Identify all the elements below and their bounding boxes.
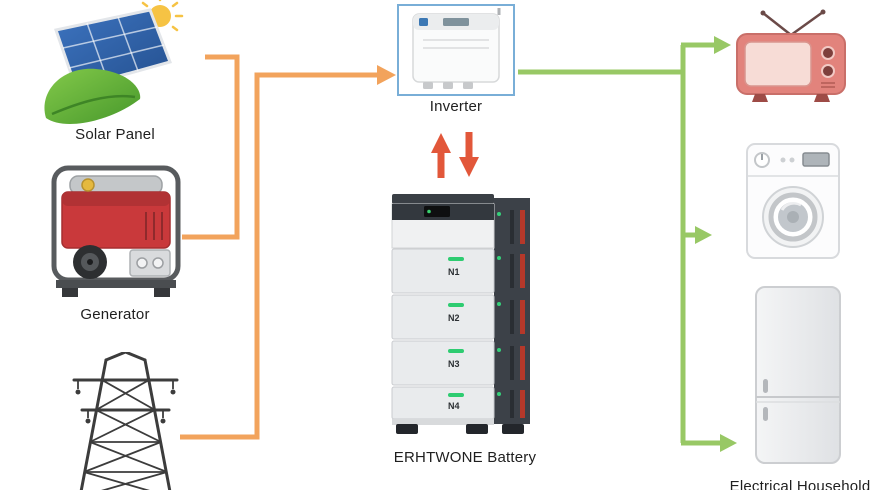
battery-module-n1: N1 (391, 248, 495, 294)
power-tower-icon (72, 352, 179, 490)
washer-display (802, 152, 830, 167)
fridge-handle (763, 379, 768, 393)
generator-icon (51, 165, 181, 297)
tv-green-arrowhead (714, 36, 731, 54)
battery-charge-arrowhead (431, 133, 451, 153)
solar-generator-orange-line (182, 54, 240, 240)
tv-icon (736, 9, 846, 102)
battery-module-label: N4 (448, 401, 460, 411)
outlet-panel (129, 249, 171, 277)
pv-panel (54, 8, 172, 111)
leaf-icon (44, 68, 141, 124)
battery-controller-module (391, 203, 495, 249)
tv-screen (744, 41, 812, 87)
solar-panel-label: Solar Panel (75, 126, 155, 143)
battery-module-label: N1 (448, 267, 460, 277)
grid-to-inverter-orange-line (180, 72, 378, 440)
inverter-box (397, 4, 515, 96)
solar-panel-icon (44, 0, 184, 124)
fuel-cap (81, 178, 95, 192)
tv-knob (821, 46, 835, 60)
battery-module-label: N2 (448, 313, 460, 323)
inverter-feed-arrowhead (377, 65, 396, 85)
inverter-icon (412, 8, 501, 89)
refrigerator-icon (755, 286, 841, 464)
battery-icon: N1 N2 N3 N4 (391, 194, 530, 434)
battery-label: ERHTWONE Battery (393, 449, 537, 466)
tv-knob (821, 64, 835, 78)
battery-side-details (497, 210, 525, 418)
washer-green-arrowhead (695, 226, 712, 244)
fridge-green-arrowhead (720, 434, 737, 452)
battery-module-n4: N4 (391, 386, 495, 420)
battery-module-label: N3 (448, 359, 460, 369)
battery-module-n2: N2 (391, 294, 495, 340)
fridge-handle (763, 407, 768, 421)
battery-module-n3: N3 (391, 340, 495, 386)
washing-machine-icon (746, 143, 840, 259)
inverter-display (443, 18, 469, 26)
battery-discharge-arrowhead (459, 157, 479, 177)
generator-label: Generator (80, 306, 150, 323)
inverter-label: Inverter (429, 98, 483, 115)
household-loads-label: Electrical Household (729, 478, 871, 490)
washer-door (762, 186, 824, 248)
